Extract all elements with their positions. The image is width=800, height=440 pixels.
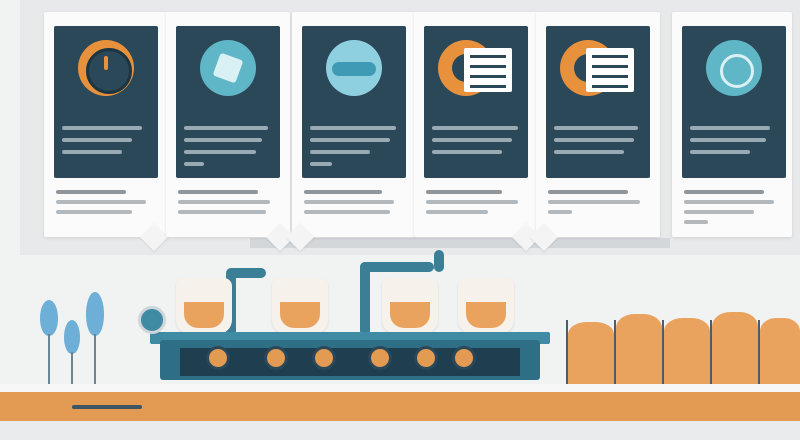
info-card-2[interactable] [166,12,295,252]
tree-icon [86,292,104,336]
shelf [250,238,670,248]
roller [414,346,438,370]
roller [452,346,476,370]
card-panel [424,26,528,178]
info-card-6[interactable] [672,12,792,237]
vessel [272,278,328,334]
leaf-icon [200,40,256,96]
card-panel [546,26,650,178]
gauge-icon [138,306,166,334]
info-card-4[interactable] [414,12,541,252]
vessel [382,278,438,334]
document-icon [464,48,512,92]
vessel [176,278,232,334]
roller [206,346,230,370]
card-panel [682,26,786,178]
floor-top [0,384,800,393]
card-panel [302,26,406,178]
roller [368,346,392,370]
tree-icon [40,300,58,336]
document-icon [586,48,634,92]
info-card-1[interactable] [44,12,169,252]
clock-icon [78,40,134,96]
tree-icon [64,320,80,354]
vessel [458,278,514,334]
roller [264,346,288,370]
roller [312,346,336,370]
globe-icon [326,40,382,96]
badge-gear-icon [706,40,762,96]
info-card-3[interactable] [285,12,416,252]
card-panel [54,26,158,178]
info-card-5[interactable] [529,12,660,252]
card-panel [176,26,280,178]
